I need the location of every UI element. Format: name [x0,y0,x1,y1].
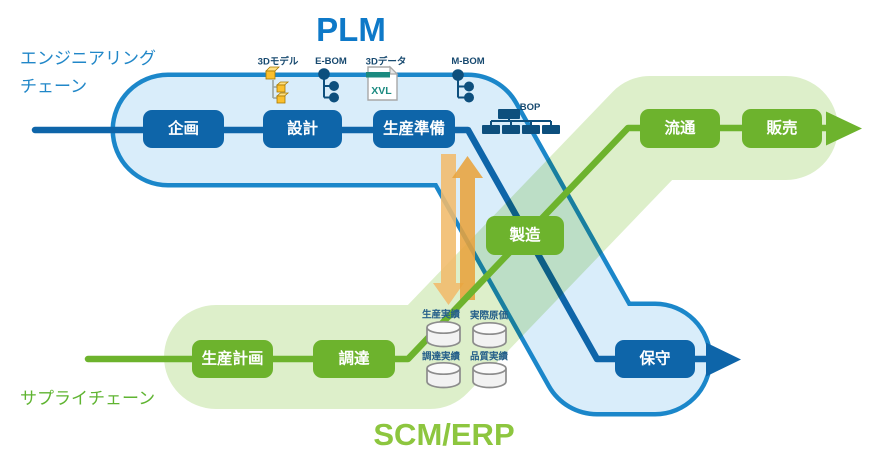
plm-box-maintenance: 保守 [615,340,695,378]
bop-icon [482,109,560,134]
arrow-up-icon [452,156,483,300]
scm-box-production-planning: 生産計画 [192,340,273,378]
plm-box-maintenance-label: 保守 [638,349,670,368]
plm-box-planning-label: 企画 [167,119,199,138]
db-actual-cost-icon [472,321,507,349]
plm-box-design-label: 設計 [287,119,319,138]
plm-box-design: 設計 [263,110,342,148]
scm-box-production-planning-label: 生産計画 [201,349,263,368]
plm-box-planning: 企画 [143,110,224,148]
scm-erp-title: SCM/ERP [373,417,514,452]
plm-title: PLM [316,11,386,48]
engineering-chain-label-line2: チェーン [20,77,87,96]
scm-box-sales-label: 販売 [766,118,797,137]
3d-model-label: 3Dモデル [258,56,299,68]
db-production-results-label: 生産実績 [422,309,461,321]
xvl-file-label: XVL [371,85,392,97]
3d-data-label: 3Dデータ [366,56,407,68]
e-bom-icon [318,68,339,103]
db-procurement-results-icon [426,361,461,389]
bop-label: BOP [520,102,541,113]
scm-box-manufacturing: 製造 [486,216,564,255]
m-bom-label: M-BOM [451,56,484,67]
db-quality-results-label: 品質実績 [470,351,509,363]
scm-box-sales: 販売 [742,109,822,148]
xvl-file-icon: XVL [366,65,399,101]
3d-model-icon [265,66,290,104]
data-exchange-arrows [433,154,483,305]
e-bom-label: E-BOM [315,56,347,67]
db-actual-cost-label: 実際原価 [470,310,509,322]
scm-box-distribution-label: 流通 [664,118,696,137]
plm-box-production-prep-label: 生産準備 [383,119,445,138]
scm-box-procurement: 調達 [313,340,395,378]
db-procurement-results-label: 調達実績 [422,351,461,363]
plm-arrowhead-icon [706,342,741,377]
scm-box-procurement-label: 調達 [338,349,370,368]
scm-arrowhead-icon [826,111,862,146]
supply-chain-label: サプライチェーン [20,389,155,408]
db-production-results-icon [426,320,461,348]
engineering-chain-label-line1: エンジニアリング [20,49,156,68]
arrow-down-icon [433,154,464,305]
scm-box-manufacturing-label: 製造 [508,225,541,244]
plm-box-production-prep: 生産準備 [373,110,455,148]
db-quality-results-icon [472,361,507,389]
scm-box-distribution: 流通 [640,109,720,148]
m-bom-icon [452,69,474,103]
